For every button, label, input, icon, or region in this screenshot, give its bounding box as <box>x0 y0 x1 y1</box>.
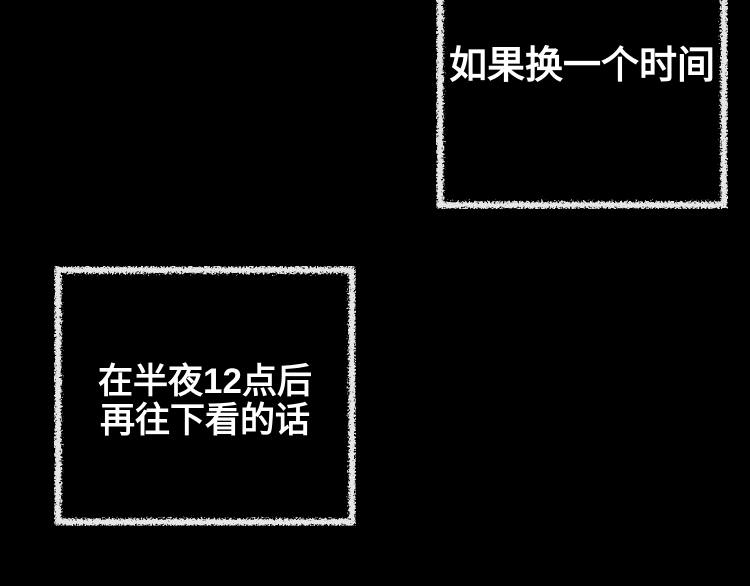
caption-box-bottom-left <box>54 266 356 526</box>
grainy-border <box>436 0 728 209</box>
caption-text-bottom: 在半夜12点后 再往下看的话 <box>54 362 356 440</box>
grainy-border <box>54 266 356 526</box>
caption-text-top: 如果换一个时间 <box>448 45 715 87</box>
caption-box-top-right <box>436 0 728 209</box>
caption-line-2: 再往下看的话 <box>99 401 310 440</box>
caption-line-1: 在半夜12点后 <box>98 362 312 401</box>
